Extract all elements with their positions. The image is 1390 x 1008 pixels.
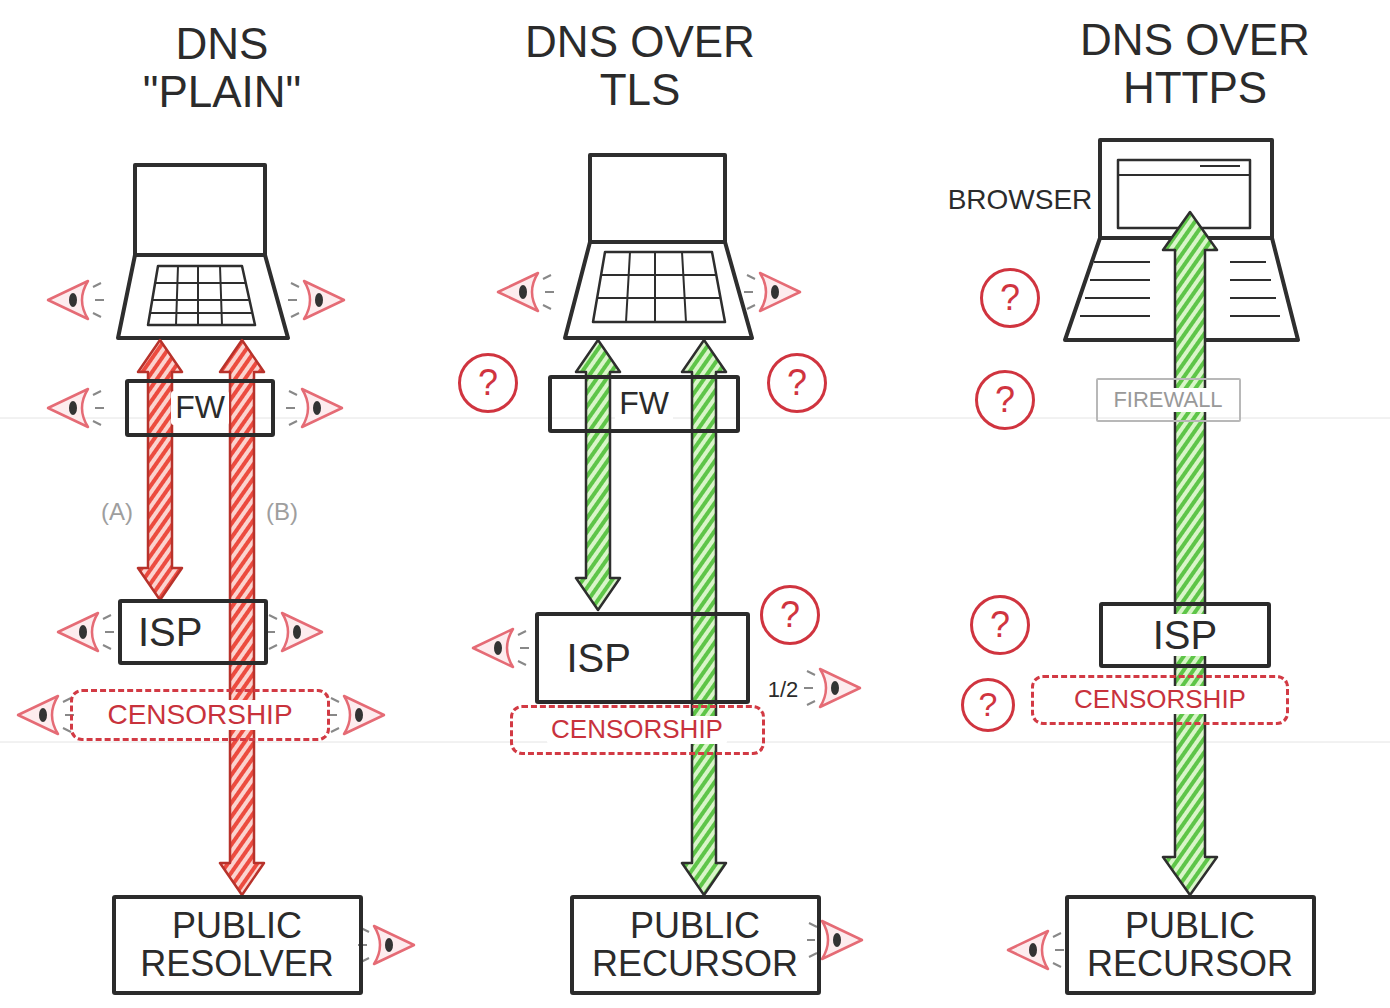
unknown-marker: ? — [980, 268, 1040, 328]
box-text: PUBLIC RECURSOR — [1079, 907, 1302, 983]
observer-eye — [288, 281, 344, 319]
box-text: ISP — [134, 611, 206, 653]
question-mark: ? — [996, 279, 1024, 317]
unknown-marker: ? — [975, 370, 1035, 430]
observer-eye — [18, 696, 74, 734]
question-mark: ? — [783, 364, 811, 402]
faded-text: FIREWALL — [1109, 388, 1226, 411]
resolver-box: PUBLIC RESOLVER — [112, 895, 363, 995]
observer-eye — [286, 389, 342, 427]
firewall-box: FW — [548, 375, 740, 433]
censorship-band: CENSORSHIP — [1031, 675, 1289, 724]
question-mark: ? — [991, 381, 1019, 419]
question-mark: ? — [776, 596, 804, 634]
observer-eye — [473, 629, 529, 667]
laptop-icon — [565, 155, 752, 338]
box-text: ISP — [1149, 614, 1221, 656]
unknown-marker: ? — [458, 353, 518, 413]
isp-box: ISP — [1099, 602, 1271, 668]
path-label: (B) — [266, 499, 298, 525]
firewall-box: FIREWALL — [1096, 378, 1241, 421]
path-label: (A) — [101, 499, 133, 525]
censorship-band: CENSORSHIP — [510, 705, 765, 754]
band-text: CENSORSHIP — [103, 700, 296, 729]
observer-eye — [328, 696, 384, 734]
browser-label: BROWSER — [948, 185, 1093, 216]
question-mark: ? — [474, 364, 502, 402]
fraction-note: 1/2 — [768, 678, 799, 702]
band-text: CENSORSHIP — [1070, 686, 1250, 713]
unknown-marker: ? — [961, 678, 1015, 732]
isp-box: ISP — [535, 612, 750, 704]
observer-eye — [804, 669, 860, 707]
column-title: DNS OVER TLS — [495, 18, 785, 115]
unknown-marker: ? — [767, 353, 827, 413]
encrypted-query-arrow — [576, 340, 620, 610]
column-title: DNS "PLAIN" — [127, 20, 317, 117]
observer-eye — [58, 613, 114, 651]
encrypted-query-arrow — [682, 340, 726, 895]
box-text: PUBLIC RECURSOR — [584, 907, 807, 983]
observer-eye — [806, 921, 862, 959]
observer-eye — [744, 273, 800, 311]
unknown-marker: ? — [760, 585, 820, 645]
box-text: ISP — [563, 637, 635, 679]
question-mark: ? — [986, 606, 1014, 644]
box-text: FW — [615, 387, 673, 421]
observer-eye — [48, 389, 104, 427]
box-text: PUBLIC RESOLVER — [126, 907, 349, 983]
observer-eye — [358, 926, 414, 964]
observer-eye — [498, 273, 554, 311]
band-text: CENSORSHIP — [547, 716, 727, 743]
unknown-marker: ? — [970, 595, 1030, 655]
firewall-box: FW — [125, 379, 275, 437]
encrypted-query-arrow — [1163, 212, 1217, 895]
observer-eye — [266, 613, 322, 651]
column-title: DNS OVER HTTPS — [1030, 16, 1360, 113]
laptop-icon — [118, 165, 288, 338]
observer-eye — [48, 281, 104, 319]
censorship-band: CENSORSHIP — [70, 689, 330, 740]
box-text: FW — [171, 391, 229, 425]
observer-eye — [1008, 931, 1064, 969]
isp-box: ISP — [118, 599, 268, 665]
recursor-box: PUBLIC RECURSOR — [1065, 895, 1316, 995]
recursor-box: PUBLIC RECURSOR — [570, 895, 821, 995]
question-mark: ? — [975, 687, 1002, 723]
